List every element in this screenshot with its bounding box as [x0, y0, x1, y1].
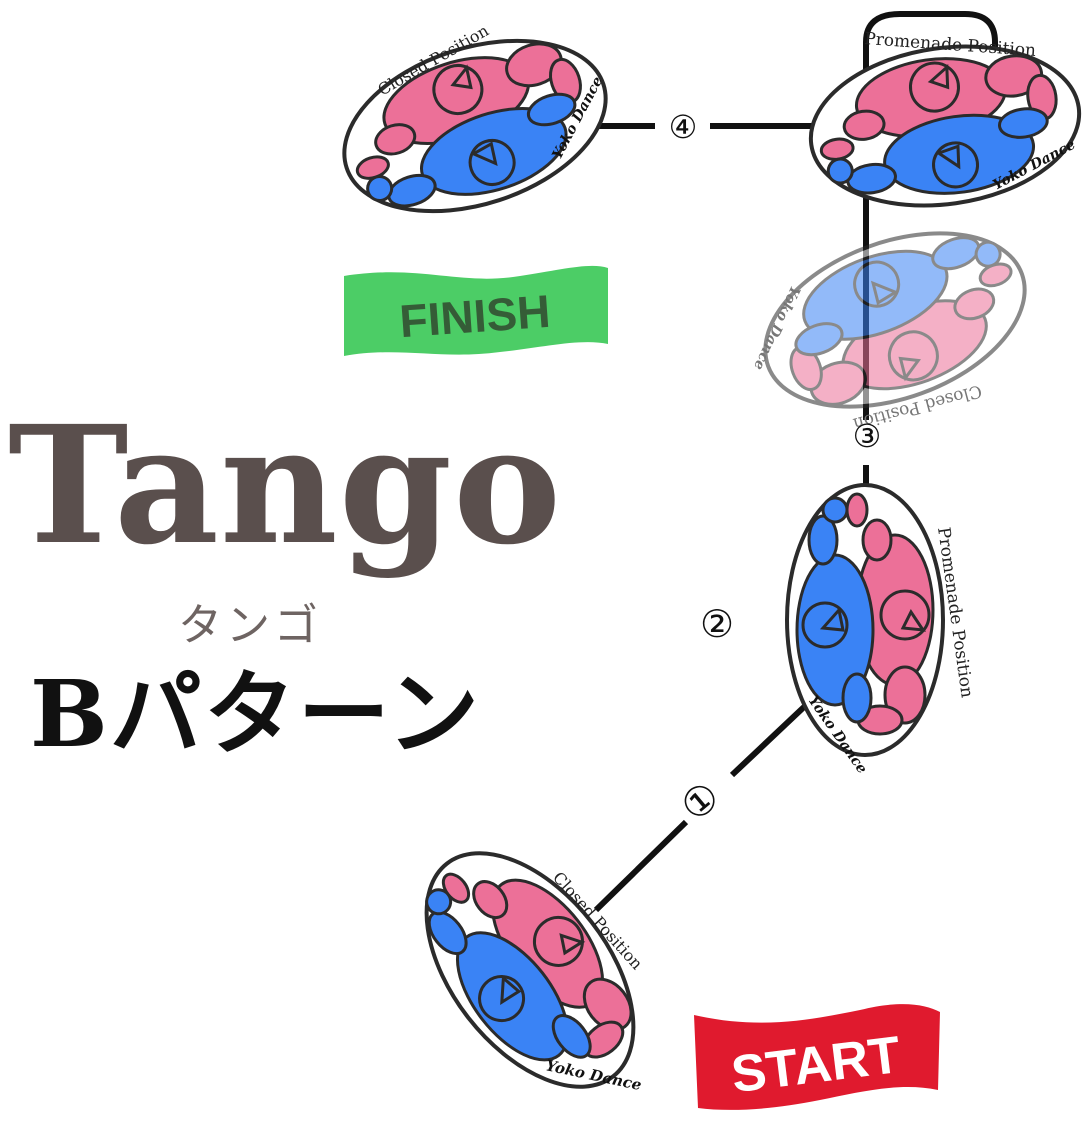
dance-title: Tango — [8, 391, 563, 581]
dance-title-kana: タンゴ — [178, 600, 322, 651]
finish-label: FINISH — [398, 285, 552, 347]
step-number-3: ③ — [853, 417, 882, 455]
start-flag — [694, 1004, 940, 1110]
couple-figure-promenade-2 — [798, 27, 1090, 225]
step-number-2: ② — [700, 602, 734, 646]
couple-figure-promenade-1 — [785, 483, 945, 757]
path-loop — [863, 11, 998, 90]
pattern-title: Bパターン — [30, 660, 482, 768]
start-banner: START — [694, 1004, 940, 1110]
finish-flag — [344, 265, 608, 356]
path-segment-1a — [593, 819, 689, 913]
finish-banner: FINISH — [344, 265, 608, 356]
step-number-4: ④ — [669, 108, 698, 146]
step-number-1: ① — [672, 773, 729, 831]
